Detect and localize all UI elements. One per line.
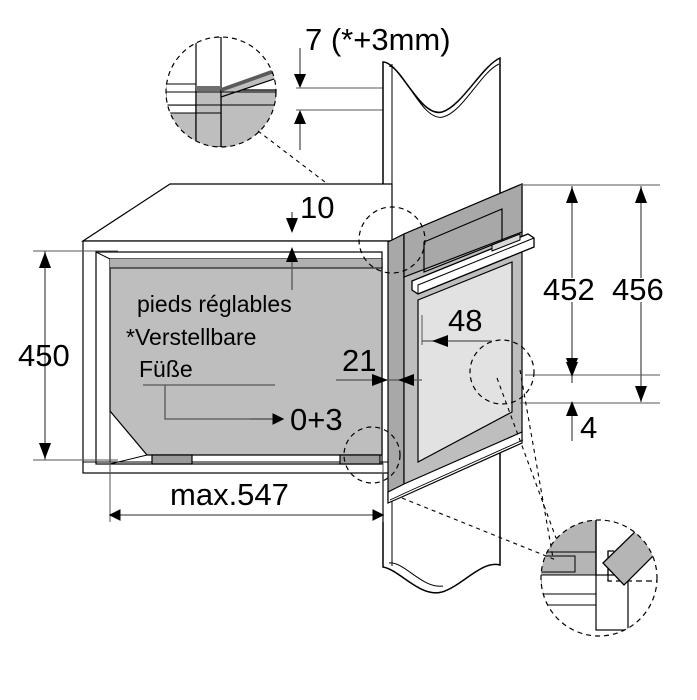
top-detail-circle [165, 36, 277, 148]
dimension-niche-height-label: 450 [18, 338, 70, 373]
dimension-window-offset: 48 [421, 303, 492, 347]
note-line-german-1: *Verstellbare [126, 324, 256, 350]
dimension-niche-depth-label: max.547 [170, 477, 289, 512]
door-window [417, 261, 513, 463]
dimension-top-gap: 7 (*+3mm) [294, 22, 451, 150]
top-detail-contents [166, 37, 276, 147]
note-line-german-2: Füße [139, 356, 193, 382]
dimension-door-offset: 21 [336, 343, 422, 386]
door-handle [411, 233, 535, 295]
top-detail-source-circle [358, 206, 426, 274]
foot-detail-source-circle [343, 426, 401, 484]
control-panel-band [403, 183, 523, 278]
dimension-clearance-label: 0+3 [290, 402, 343, 437]
bottom-detail-source-circle [469, 339, 535, 405]
adjustable-foot-left [151, 454, 193, 465]
dimension-window-offset-label: 48 [448, 303, 482, 338]
dimension-appliance-heights: 452 456 [520, 184, 664, 404]
dimension-top-gap-label: 7 (*+3mm) [305, 22, 451, 57]
dimension-niche-depth: max.547 [108, 462, 385, 522]
bottom-detail-leader-c [401, 497, 557, 561]
bottom-detail-circle [540, 519, 658, 637]
dimension-clearance: 0+3 [250, 402, 343, 437]
dimension-452-label: 452 [543, 272, 595, 307]
dimension-bottom-gap: 4 [566, 362, 597, 445]
bottom-detail-contents [541, 520, 657, 636]
bottom-detail-leader-a [496, 377, 557, 539]
bottom-detail-leader-b [519, 369, 554, 559]
dimension-niche-height: 450 [18, 250, 118, 461]
dimension-top-inner: 10 [286, 190, 334, 290]
top-detail-callout [165, 36, 389, 231]
dimension-door-offset-label: 21 [342, 343, 376, 378]
cabinet-niche [80, 183, 393, 474]
appliance-front [387, 183, 535, 504]
panel-torn-bottom [388, 562, 444, 587]
appliance-left-edge [387, 233, 405, 501]
panel-torn-top [388, 63, 500, 118]
adjustable-foot-right [339, 454, 381, 465]
dimension-456-label: 456 [612, 272, 664, 307]
note-line-french: pieds réglables [137, 291, 292, 317]
adjustable-feet-note: pieds réglables *Verstellbare Füße [126, 291, 292, 420]
dimension-top-inner-label: 10 [300, 190, 334, 225]
niche-top-face [80, 183, 393, 242]
dimension-bottom-gap-label: 4 [580, 410, 597, 445]
